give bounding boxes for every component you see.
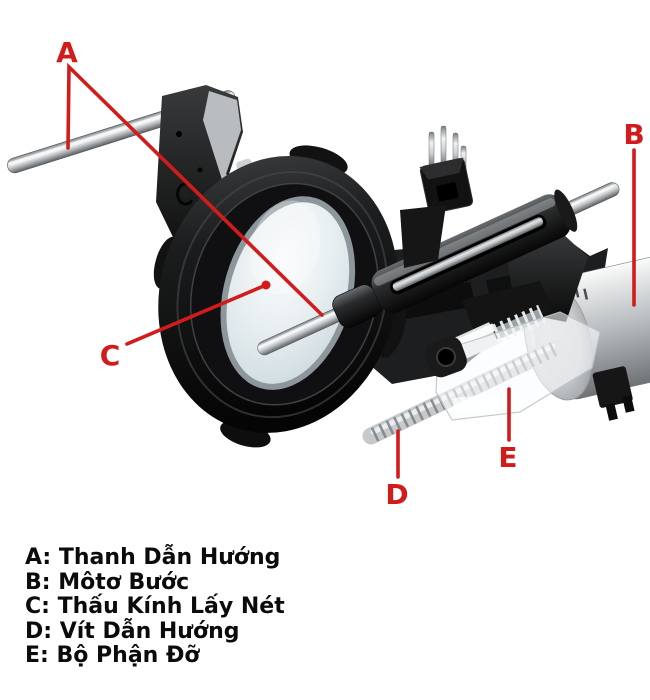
connector <box>400 125 474 268</box>
callout-letter-a: A <box>56 36 78 69</box>
legend-item-a: A: Thanh Dẫn Hướng <box>25 545 281 570</box>
bracket-hole <box>176 131 182 137</box>
callouts: A B C D E <box>56 36 645 511</box>
legend-item-c: C: Thấu Kính Lấy Nét <box>25 594 285 619</box>
lens-ring-assembly <box>153 145 407 448</box>
callout-letter-d: D <box>385 478 408 511</box>
callout-letter-e: E <box>498 441 517 474</box>
callout-letter-c: C <box>100 339 121 372</box>
chassis-eyelet <box>425 336 467 378</box>
callout-letter-b: B <box>623 118 644 151</box>
support-bracket <box>435 311 601 421</box>
connector-arm <box>400 205 446 268</box>
callout-line-a <box>66 62 324 317</box>
motor-vent-mark <box>583 288 589 300</box>
callout-line-c <box>125 283 268 346</box>
legend-item-e: E: Bộ Phận Đỡ <box>25 643 200 668</box>
callout-dot-c <box>261 280 271 290</box>
legend-item-d: D: Vít Dẫn Hướng <box>25 618 240 644</box>
motor-terminal <box>592 366 635 421</box>
legend: A: Thanh Dẫn Hướng B: Môtơ Bước C: Thấu … <box>25 545 285 669</box>
legend-item-b: B: Môtơ Bước <box>25 569 190 595</box>
carriage-sleeve-assembly <box>257 182 620 356</box>
focus-lens <box>226 202 350 384</box>
